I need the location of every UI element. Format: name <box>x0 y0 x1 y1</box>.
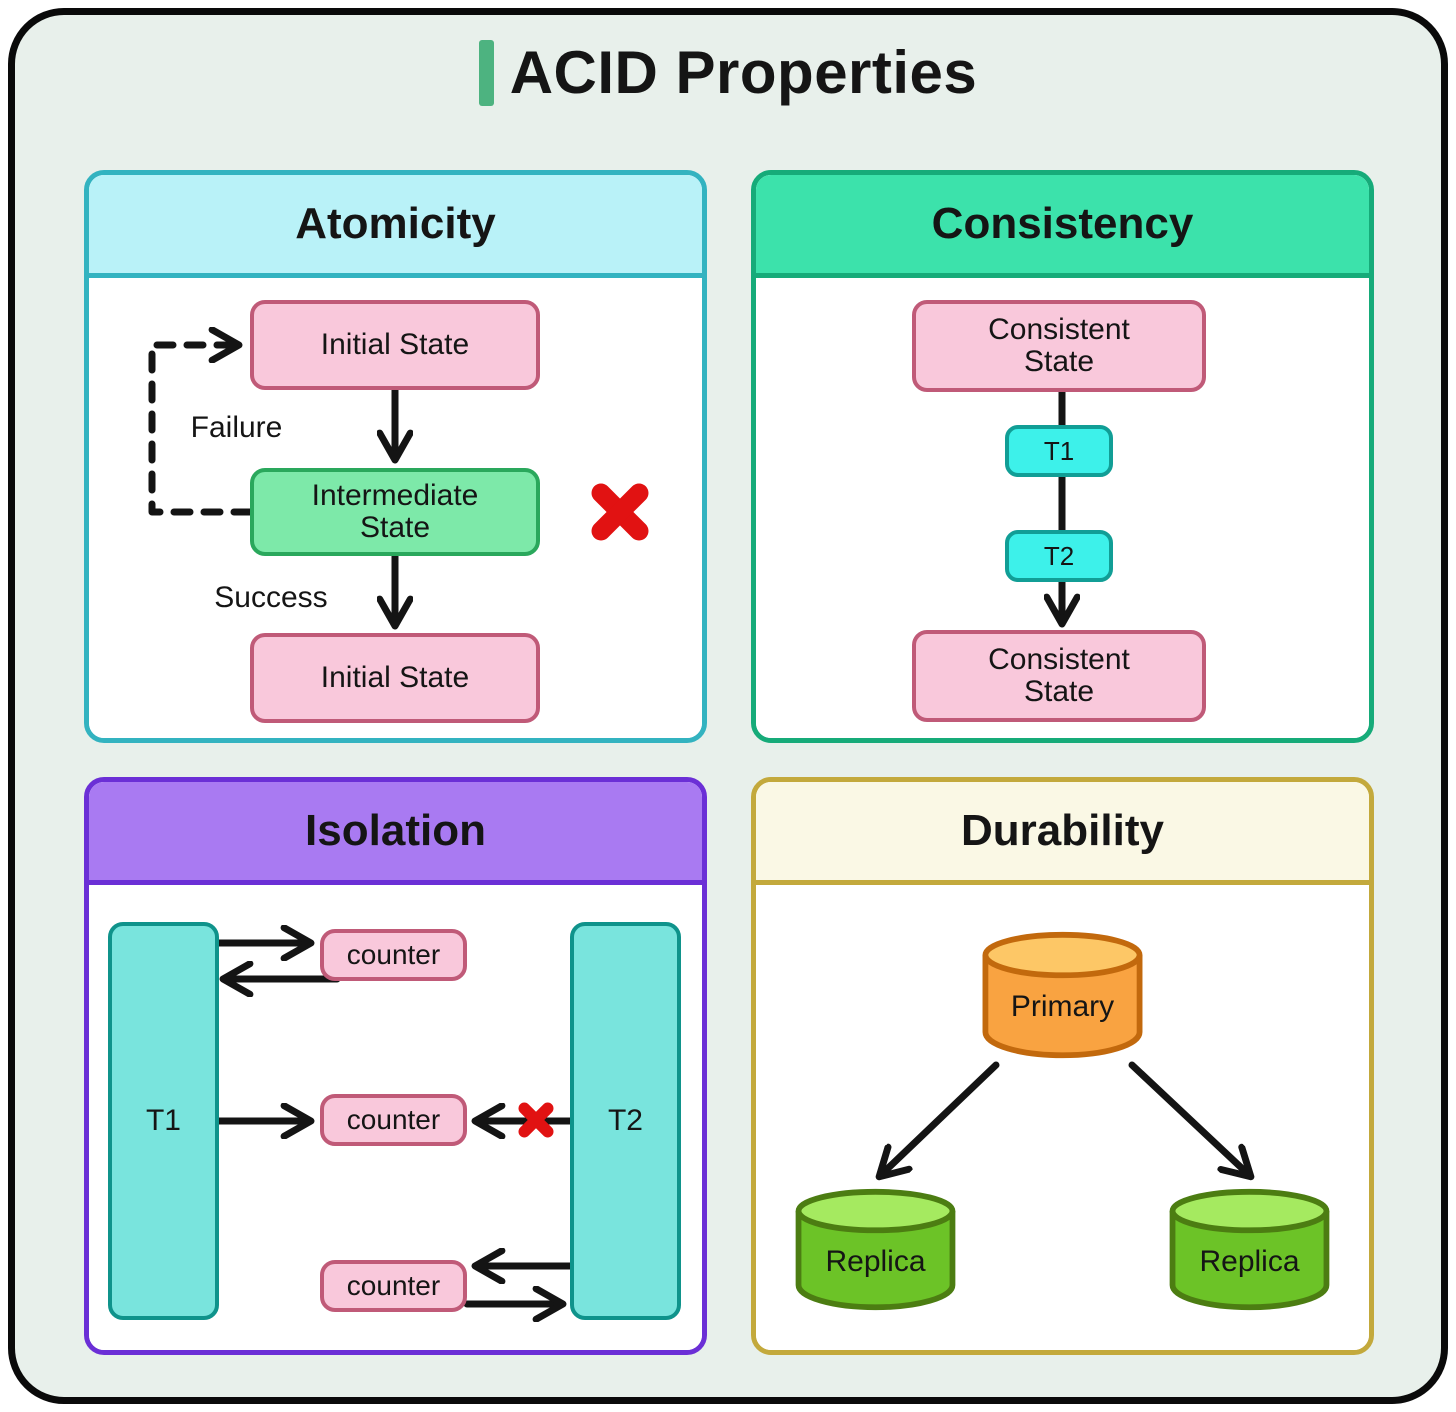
counter-top-node: counter <box>320 929 467 981</box>
transaction-t1-node: T1 <box>1005 425 1113 477</box>
success-label: Success <box>214 581 328 614</box>
counter-bottom-node: counter <box>320 1260 467 1312</box>
isolation-t1-bar: T1 <box>108 922 219 1320</box>
page-title-row: ACID Properties <box>0 38 1456 107</box>
database-cylinder-icon <box>1169 1188 1330 1311</box>
database-cylinder-icon <box>982 931 1143 1059</box>
consistency-panel: Consistency Consistent State T1 T2 <box>751 170 1374 743</box>
consistency-body: Consistent State T1 T2 Consistent State <box>756 278 1369 738</box>
arrow-primary-to-replica-left <box>882 1061 1000 1174</box>
primary-database-cylinder: Primary <box>980 930 1145 1062</box>
intermediate-state-node: Intermediate State <box>250 468 540 556</box>
consistency-header: Consistency <box>756 175 1369 278</box>
primary-label: Primary <box>1010 990 1115 1023</box>
atomicity-header: Atomicity <box>89 175 702 278</box>
replica-left-cylinder: Replica <box>793 1187 958 1314</box>
consistent-state-bottom-node: Consistent State <box>912 630 1206 722</box>
isolation-body: T1 T2 counter counter counter <box>89 885 702 1350</box>
red-x-blocked-icon <box>518 1102 554 1138</box>
replica-right-cylinder: Replica <box>1167 1187 1332 1314</box>
initial-state-top-node: Initial State <box>250 300 540 390</box>
replica-right-label: Replica <box>1199 1245 1300 1278</box>
durability-panel: Durability Primary <box>751 777 1374 1355</box>
arrow-primary-to-replica-right <box>1128 1061 1248 1174</box>
consistent-state-top-node: Consistent State <box>912 300 1206 392</box>
counter-middle-node: counter <box>320 1094 467 1146</box>
database-cylinder-icon <box>795 1188 956 1311</box>
durability-body: Primary Replica Replica <box>756 885 1369 1350</box>
initial-state-bottom-node: Initial State <box>250 633 540 723</box>
red-x-icon <box>591 483 649 541</box>
replica-left-label: Replica <box>825 1245 926 1278</box>
isolation-header: Isolation <box>89 782 702 885</box>
title-accent-bar <box>478 39 494 106</box>
isolation-t2-bar: T2 <box>570 922 681 1320</box>
page-title: ACID Properties <box>509 39 978 106</box>
failure-label: Failure <box>190 411 283 444</box>
durability-header: Durability <box>756 782 1369 885</box>
atomicity-body: Initial State Failure Intermediate State… <box>89 278 702 738</box>
transaction-t2-node: T2 <box>1005 530 1113 582</box>
isolation-panel: Isolation T1 T2 <box>84 777 707 1355</box>
atomicity-panel: Atomicity Initial State Failure Intermed… <box>84 170 707 743</box>
